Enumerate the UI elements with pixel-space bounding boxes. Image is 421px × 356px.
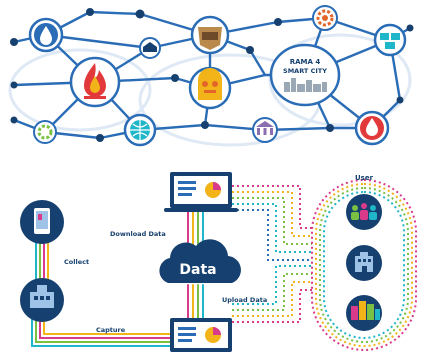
bank-icon [252,117,278,143]
fire-alarm-icon [354,110,390,146]
city-skyline-icon [284,78,327,92]
green-gear-icon [33,120,57,144]
cloud-icon: Data [159,239,241,283]
user-dotted-lines [232,185,312,323]
smart-city-node: RAMA 4 SMART CITY [269,43,341,107]
hospital-building-icon [20,278,64,322]
upload-label: Upload Data [222,296,267,304]
office-building-icon [346,245,382,281]
capture-label: Capture [96,326,126,334]
user-label: User [355,174,374,182]
user-group-container [311,179,417,351]
people-group-icon [346,194,382,230]
collect-label: Collect [64,258,89,266]
fire-icon [69,56,121,108]
gear-icon [312,5,338,31]
smart-city-title-line1: RAMA 4 [290,58,321,66]
download-label: Download Data [110,230,166,238]
smart-building-icon [188,66,232,110]
smart-city-title-line2: SMART CITY [283,67,327,75]
globe-icon [123,113,157,147]
police-badge-icon [190,15,230,55]
network-small-nodes [10,8,414,142]
city-buildings-icon [346,295,382,331]
data-label: Data [179,262,216,278]
flow-lines [31,209,204,347]
water-drop-icon [28,17,64,53]
network-screens-icon [373,23,407,57]
tablet-icon [20,200,64,244]
laptop-icon-top [164,172,238,212]
laptop-icon-bottom [170,318,232,352]
small-building-icon [139,37,161,59]
